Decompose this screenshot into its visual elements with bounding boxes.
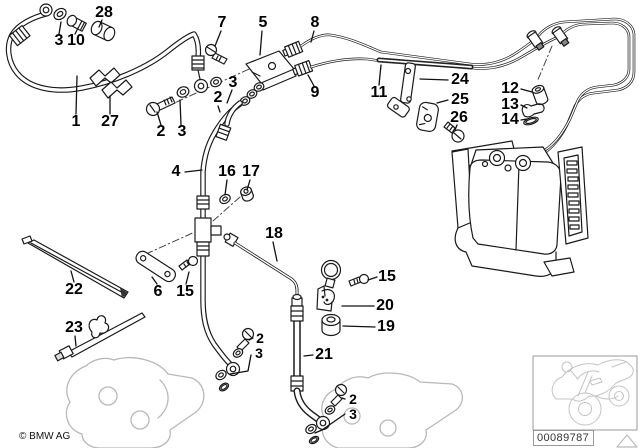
- bolt-15-left: [178, 255, 199, 271]
- part-number-27[interactable]: 27: [101, 113, 119, 130]
- part-number-21[interactable]: 21: [315, 346, 333, 363]
- brake-pipes-rear: [299, 17, 636, 165]
- part-number-5[interactable]: 5: [258, 14, 268, 31]
- part-number-13[interactable]: 13: [501, 96, 519, 113]
- cable-strap-22: [21, 235, 129, 299]
- cable-strap-23: [54, 312, 146, 362]
- part-number-3[interactable]: 3: [255, 345, 263, 361]
- brake-hose-1: [5, 3, 209, 94]
- sealing-washer-3-b: [210, 76, 222, 88]
- part-number-16[interactable]: 16: [218, 163, 236, 180]
- motorcycle-icon: [551, 359, 634, 426]
- part-number-18[interactable]: 18: [265, 225, 283, 242]
- pipe-fitting-8: [282, 40, 304, 58]
- bracket-6: [135, 250, 177, 283]
- part-number-24[interactable]: 24: [451, 71, 469, 88]
- grommet-19: [321, 313, 341, 337]
- part-number-6[interactable]: 6: [153, 283, 163, 300]
- copyright-text: © BMW AG: [19, 431, 71, 442]
- nut-17: [240, 186, 254, 202]
- part-number-3[interactable]: 3: [54, 32, 64, 49]
- clip-13: [521, 103, 545, 118]
- elbow-hose: [215, 100, 243, 141]
- part-number-12[interactable]: 12: [501, 80, 519, 97]
- part-number-3[interactable]: 3: [228, 74, 238, 91]
- bolt-15-right: [348, 273, 370, 287]
- part-number-19[interactable]: 19: [377, 318, 395, 335]
- part-number-2[interactable]: 2: [156, 123, 166, 140]
- part-number-15[interactable]: 15: [378, 268, 396, 285]
- part-number-26[interactable]: 26: [450, 109, 468, 126]
- ring-clamp: [320, 259, 342, 289]
- cap-12: [531, 84, 549, 106]
- screw-26: [443, 121, 465, 143]
- washer-16: [219, 193, 231, 205]
- banjo-bolt-2-front: [145, 96, 176, 117]
- bracket-24: [386, 62, 416, 118]
- part-number-25[interactable]: 25: [451, 91, 469, 108]
- part-number-8[interactable]: 8: [310, 14, 320, 31]
- part-number-2[interactable]: 2: [349, 391, 357, 407]
- part-number-15[interactable]: 15: [176, 283, 194, 300]
- part-number-28[interactable]: 28: [95, 4, 113, 21]
- part-number-9[interactable]: 9: [310, 84, 320, 101]
- brake-hose-21: [290, 293, 348, 445]
- part-number-17[interactable]: 17: [242, 163, 260, 180]
- part-number-3[interactable]: 3: [349, 406, 357, 422]
- part-number-22[interactable]: 22: [65, 281, 83, 298]
- part-number-10[interactable]: 10: [67, 32, 85, 49]
- washer-3-top: [53, 7, 67, 21]
- watermark-triangle: [616, 434, 638, 448]
- clip-20: [316, 285, 335, 312]
- bolt-7: [204, 43, 228, 65]
- abs-connector-pins: [566, 160, 580, 230]
- part-number-11[interactable]: 11: [370, 84, 388, 101]
- pipe-fitting-9: [292, 59, 314, 77]
- part-number-2[interactable]: 2: [256, 330, 264, 346]
- part-number-1[interactable]: 1: [71, 113, 81, 130]
- part-number-4[interactable]: 4: [171, 163, 181, 180]
- bolt-10: [66, 14, 87, 32]
- part-number-2[interactable]: 2: [213, 89, 223, 106]
- part-number-3[interactable]: 3: [177, 123, 187, 140]
- part-number-7[interactable]: 7: [217, 14, 227, 31]
- part-number-23[interactable]: 23: [65, 319, 83, 336]
- banjo-fitting-hose4: [215, 327, 255, 392]
- image-number-plate: 00089787: [533, 430, 594, 446]
- vehicle-thumbnail-box: [532, 355, 638, 431]
- bracket-25: [416, 101, 439, 132]
- part-number-20[interactable]: 20: [376, 297, 394, 314]
- abs-pressure-modulator: [451, 140, 589, 277]
- part-number-14[interactable]: 14: [501, 111, 519, 128]
- leader-lines: [58, 19, 533, 434]
- clamp-27: [89, 67, 133, 99]
- brake-pipe-18: [223, 232, 299, 301]
- sealing-washer-3-a: [176, 86, 190, 98]
- brake-caliper-left-outline: [65, 357, 205, 448]
